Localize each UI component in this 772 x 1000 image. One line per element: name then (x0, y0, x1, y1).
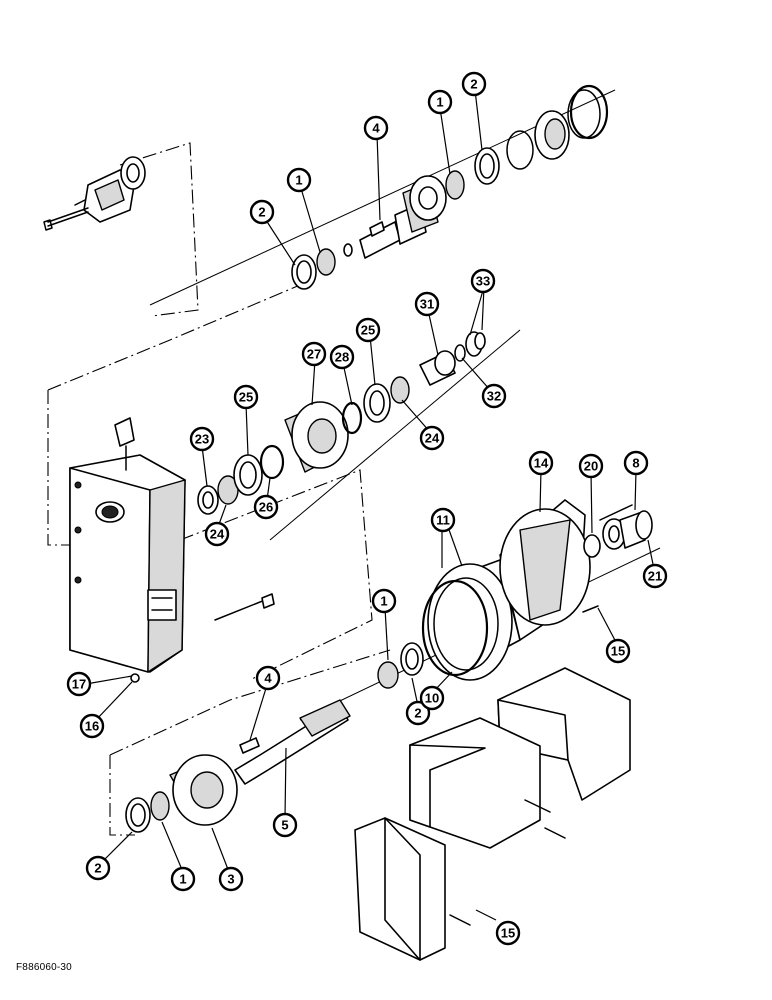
shield-assembly (354, 667, 631, 961)
svg-text:16: 16 (85, 719, 99, 734)
svg-text:17: 17 (72, 677, 86, 692)
callout-1-mid: 1 (371, 588, 397, 614)
callout-2-bottom: 2 (85, 855, 111, 881)
svg-text:1: 1 (436, 95, 443, 110)
svg-text:21: 21 (648, 569, 662, 584)
callout-26: 26 (253, 494, 279, 520)
leader-lines (85, 89, 655, 921)
svg-text:1: 1 (380, 594, 387, 609)
callout-25-right: 25 (355, 317, 381, 343)
svg-text:8: 8 (632, 456, 639, 471)
callout-15-bottom: 15 (495, 920, 521, 946)
callout-3: 3 (218, 866, 244, 892)
callout-1-bottom: 1 (170, 866, 196, 892)
callout-31: 31 (414, 291, 440, 317)
svg-text:2: 2 (470, 77, 477, 92)
svg-text:1: 1 (295, 173, 302, 188)
svg-text:27: 27 (307, 347, 321, 362)
phantom-lines (47, 142, 391, 836)
callout-2-mid: 2 (405, 700, 431, 726)
svg-text:31: 31 (420, 297, 434, 312)
callout-23: 23 (189, 426, 215, 452)
svg-text:2: 2 (414, 706, 421, 721)
callout-21: 21 (642, 563, 668, 589)
callout-15-right: 15 (605, 638, 631, 664)
svg-text:28: 28 (335, 350, 349, 365)
svg-text:4: 4 (264, 671, 272, 686)
svg-text:24: 24 (210, 527, 225, 542)
svg-text:33: 33 (476, 274, 490, 289)
shaft-axes (149, 89, 661, 721)
callout-balloons: 2 1 4 1 2 33 31 32 25 28 27 24 25 23 24 … (66, 71, 668, 946)
svg-text:4: 4 (372, 121, 380, 136)
callout-16: 16 (79, 713, 105, 739)
svg-text:25: 25 (239, 390, 253, 405)
svg-text:11: 11 (436, 513, 450, 528)
svg-text:26: 26 (259, 500, 273, 515)
svg-text:5: 5 (281, 818, 288, 833)
callout-27: 27 (301, 341, 327, 367)
callout-32: 32 (481, 383, 507, 409)
callout-5: 5 (272, 812, 298, 838)
svg-text:2: 2 (258, 205, 265, 220)
svg-text:1: 1 (179, 872, 186, 887)
gearbox-housing (69, 417, 275, 683)
callout-1-top: 1 (286, 167, 312, 193)
callout-28: 28 (329, 344, 355, 370)
callout-1-topleft: 1 (427, 89, 453, 115)
callout-20: 20 (578, 453, 604, 479)
callout-2-top: 2 (249, 199, 275, 225)
svg-text:3: 3 (227, 872, 234, 887)
callout-17: 17 (66, 671, 92, 697)
upper-shaft-parts (291, 84, 609, 290)
callout-11: 11 (430, 507, 456, 533)
callout-2-topleft: 2 (461, 71, 487, 97)
callout-10: 10 (419, 685, 445, 711)
drawing-reference-code: F886060-30 (16, 962, 72, 973)
svg-text:2: 2 (94, 861, 101, 876)
svg-text:23: 23 (195, 432, 209, 447)
callout-4-top: 4 (363, 115, 389, 141)
svg-text:10: 10 (425, 691, 439, 706)
callout-24-right: 24 (419, 425, 445, 451)
svg-text:15: 15 (501, 926, 515, 941)
svg-text:24: 24 (425, 431, 440, 446)
callout-8: 8 (623, 450, 649, 476)
lower-shaft-parts (125, 642, 424, 833)
callout-4-mid: 4 (255, 665, 281, 691)
callout-25-left: 25 (233, 384, 259, 410)
yoke-assembly (43, 156, 146, 231)
svg-text:25: 25 (361, 323, 375, 338)
cover-assembly (421, 499, 653, 681)
svg-text:15: 15 (611, 644, 625, 659)
callout-14: 14 (528, 450, 554, 476)
svg-text:20: 20 (584, 459, 598, 474)
callout-33: 33 (470, 268, 496, 294)
callout-24-left: 24 (204, 521, 230, 547)
svg-text:32: 32 (487, 389, 501, 404)
svg-text:14: 14 (534, 456, 549, 471)
